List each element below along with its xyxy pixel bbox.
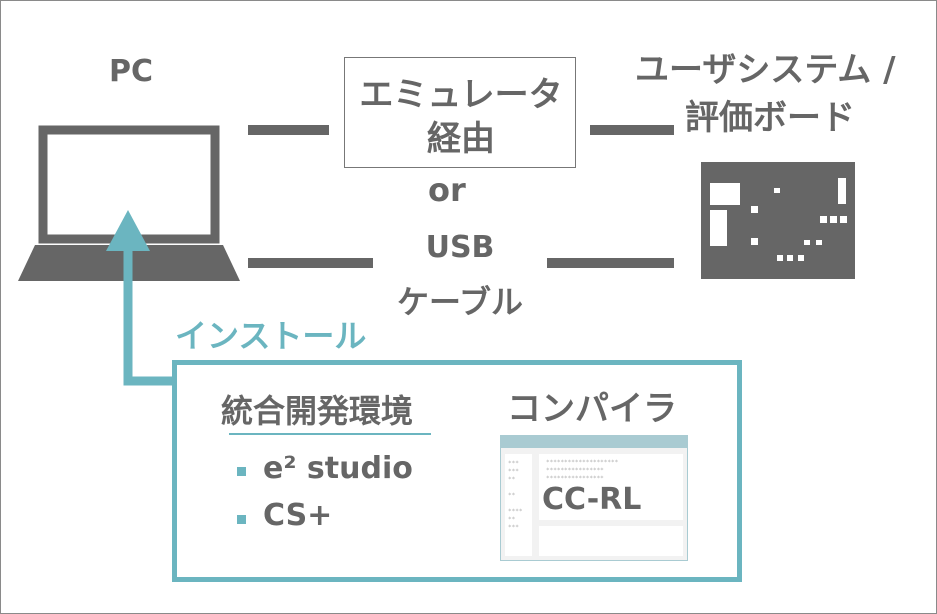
ide-item-cs-plus: CS+ <box>263 498 333 533</box>
usb-label-line1: USB <box>425 230 495 265</box>
compiler-name: CC-RL <box>542 482 642 517</box>
emulator-label-line2: 経由 <box>427 119 495 159</box>
pc-label: PC <box>109 54 154 89</box>
bullet-icon <box>237 467 246 476</box>
target-label-line1: ユーザシステム / <box>635 50 896 90</box>
ide-underline <box>229 433 431 435</box>
compiler-window-icon: *** *** ** ** **** ** *** **************… <box>500 435 688 561</box>
bullet-icon <box>237 515 246 524</box>
or-label: or <box>428 171 466 209</box>
install-label: インストール <box>175 317 367 355</box>
board-icon <box>701 162 855 279</box>
window-main-pane <box>539 454 683 520</box>
ide-heading: 統合開発環境 <box>221 392 414 430</box>
compiler-heading: コンパイラ <box>507 389 677 429</box>
window-main-placeholder: ******************** **************** **… <box>546 459 619 482</box>
target-label-line2: 評価ボード <box>685 98 855 138</box>
emulator-box <box>344 57 576 168</box>
usb-label-line2: ケーブル <box>396 283 524 321</box>
emulator-label-line1: エミュレータ <box>359 75 563 115</box>
ide-item-e2-studio: e² studio <box>263 451 413 486</box>
window-side-pane <box>505 454 532 556</box>
window-title-bar <box>501 436 687 448</box>
window-bottom-pane <box>539 526 683 556</box>
window-side-placeholder: *** *** ** ** **** ** *** <box>508 460 523 531</box>
install-arrow <box>106 210 174 386</box>
